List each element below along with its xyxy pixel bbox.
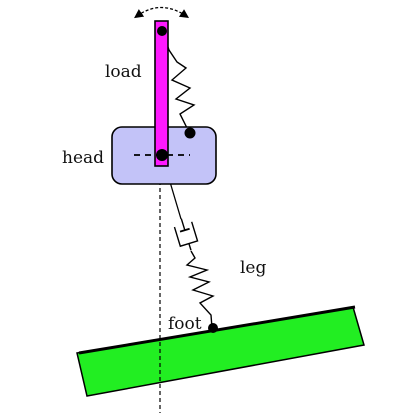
foot-label: foot <box>168 314 202 334</box>
leg-label: leg <box>240 258 266 278</box>
ground-slab <box>76 306 365 397</box>
head-label: head <box>62 148 104 168</box>
load-spring-icon <box>161 29 196 135</box>
curved-double-arrow-icon <box>134 6 190 19</box>
load-label: load <box>105 62 142 82</box>
foot-joint-icon <box>208 323 218 333</box>
load-top-joint-icon <box>157 26 167 36</box>
dashpot-icon <box>173 218 199 251</box>
head-spring-joint-icon <box>184 127 196 139</box>
load-bar <box>154 20 169 167</box>
leg-spring-icon <box>185 250 215 329</box>
head-center-joint-icon <box>156 149 168 161</box>
